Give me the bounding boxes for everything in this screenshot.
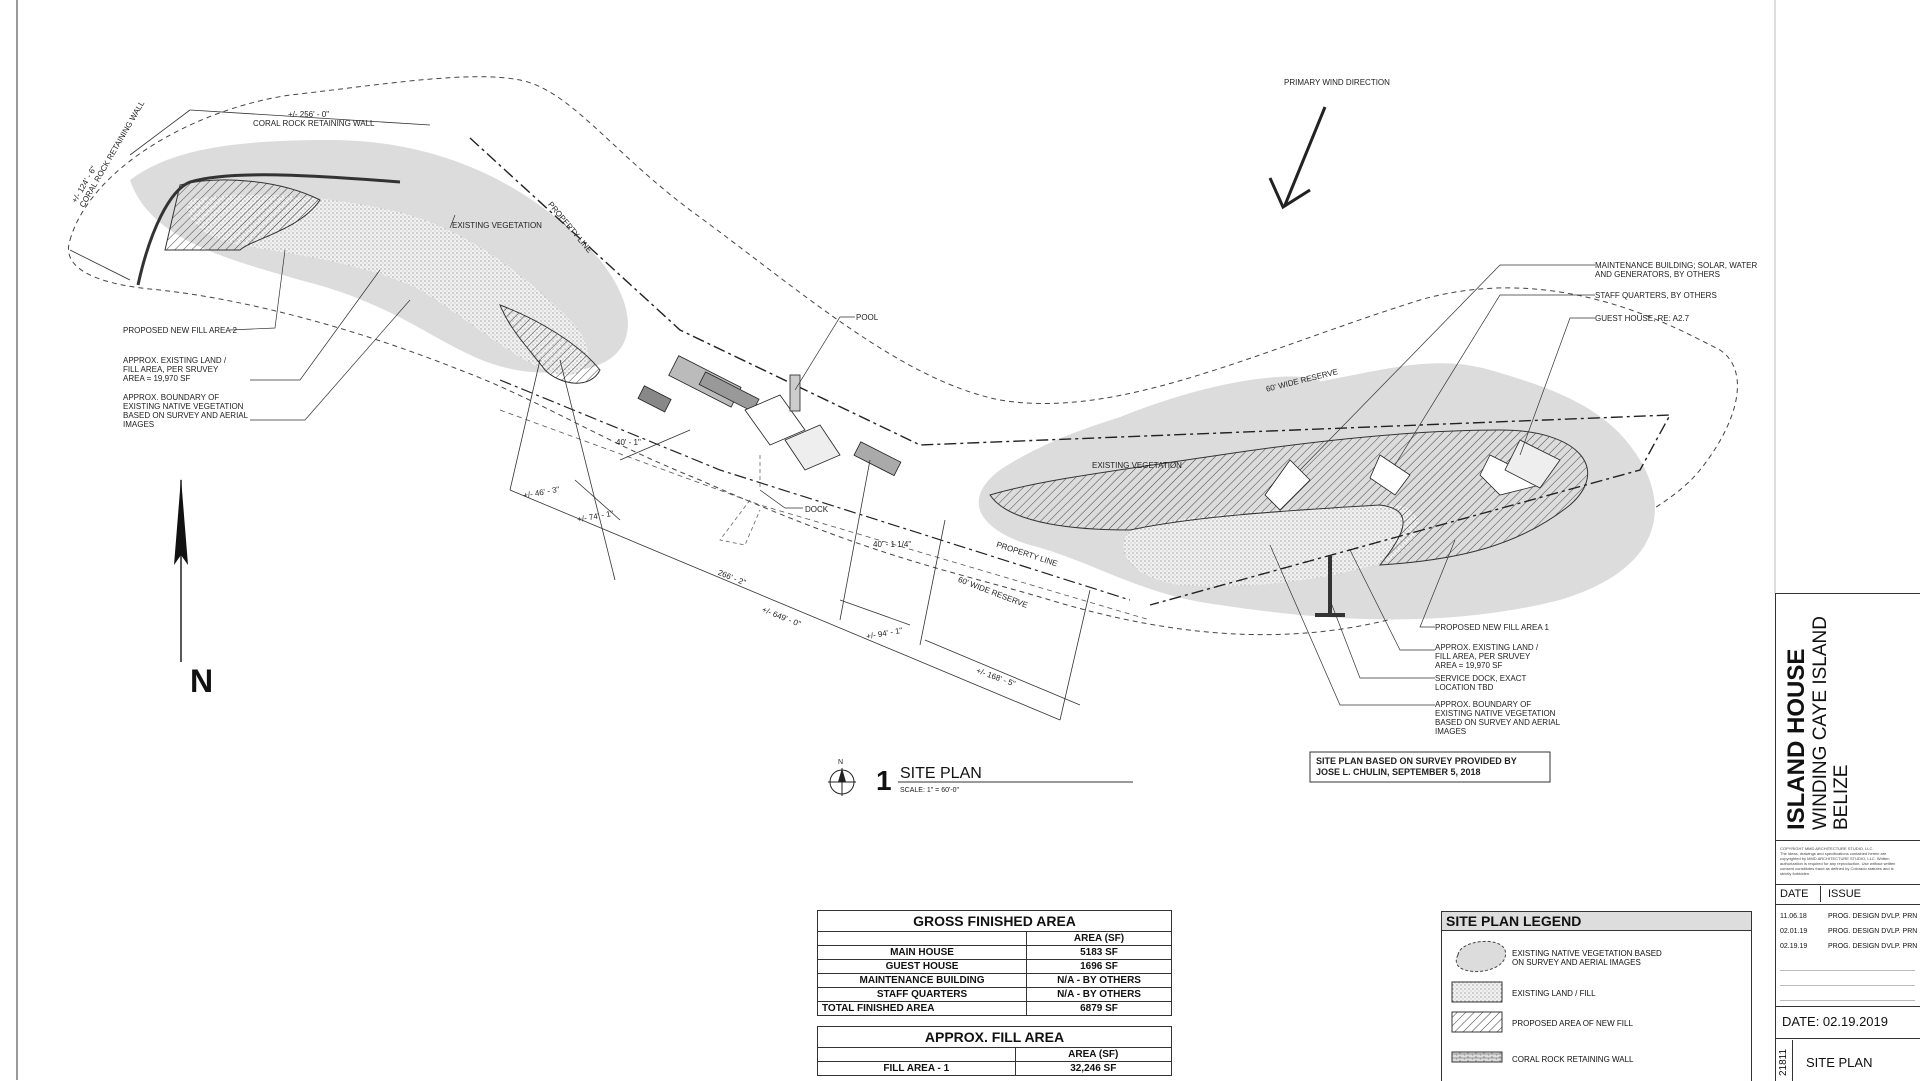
staff-quarters-label: STAFF QUARTERS, BY OTHERS (1595, 291, 1717, 300)
survey-note-box (1309, 751, 1551, 783)
date-header: DATE (1780, 888, 1809, 900)
issue-desc-3: PROG. DESIGN DVLP. PRN (1828, 943, 1918, 950)
drawing-north-icon (828, 768, 856, 796)
issue-desc-2: PROG. DESIGN DVLP. PRN (1828, 928, 1918, 935)
fill-area-2-label: PROPOSED NEW FILL AREA 2 (123, 326, 237, 335)
existing-land-west-label: APPROX. EXISTING LAND / FILL AREA, PER S… (123, 356, 227, 383)
boundary-east-label: APPROX. BOUNDARY OF EXISTING NATIVE VEGE… (1435, 700, 1561, 736)
sheet-number: 21811 (1778, 1048, 1789, 1076)
project-name: ISLAND HOUSE (1783, 648, 1810, 830)
island-outline (68, 76, 1738, 636)
copyright-note: COPYRIGHT MMD ARCHITECTURE STUDIO, LLC. … (1780, 846, 1896, 876)
survey-note: SITE PLAN BASED ON SURVEY PROVIDED BY JO… (1316, 756, 1517, 777)
project-location-1: WINDING CAYE ISLAND (1810, 616, 1831, 830)
issue-date-2: 02.01.19 (1780, 928, 1808, 935)
east-buildings (1264, 439, 1561, 511)
retaining-wall-west (136, 173, 401, 286)
dock-label: DOCK (805, 505, 829, 514)
property-line-2 (499, 379, 1131, 601)
issue-header: ISSUE (1828, 888, 1862, 900)
legend-title: SITE PLAN LEGEND (1442, 912, 1751, 931)
legend-item-wall: CORAL ROCK RETAINING WALL (1512, 1055, 1634, 1064)
project-name-block: ISLAND HOUSE WINDING CAYE ISLAND BELIZE (1783, 616, 1852, 830)
legend-item-vegetation: EXISTING NATIVE VEGETATION BASED ON SURV… (1512, 949, 1662, 967)
existing-vegetation-east-label: EXISTING VEGETATION (1092, 461, 1182, 470)
sheet-date: DATE: 02.19.2019 (1782, 1014, 1888, 1029)
legend-fill-swatch (1451, 1011, 1503, 1033)
issue-date-1: 11.06.18 (1780, 913, 1807, 920)
drawing-title: SITE PLAN (900, 765, 982, 782)
dim-c-label: 40' - 1" (616, 438, 641, 447)
gross-table-col: AREA (SF) (1026, 931, 1172, 946)
service-dock-label: SERVICE DOCK, EXACT LOCATION TBD (1435, 674, 1527, 692)
title-block: COPYRIGHT MMD ARCHITECTURE STUDIO, LLC. … (1775, 593, 1920, 1081)
gross-finished-area-table: GROSS FINISHED AREA AREA (SF) MAIN HOUSE… (816, 910, 1172, 1016)
legend-vegetation-swatch (1455, 940, 1506, 973)
guest-house-label: GUEST HOUSE, RE: A2.7 (1595, 314, 1690, 323)
project-location-2: BELIZE (1831, 764, 1852, 830)
drawing-number: 1 (876, 765, 892, 796)
maintenance-building-label: MAINTENANCE BUILDING; SOLAR, WATER AND G… (1595, 261, 1758, 279)
drawing-scale: SCALE: 1" = 60'-0" (900, 787, 960, 794)
leader-lines (229, 214, 1595, 706)
vegetation-mid (1090, 376, 1320, 446)
sheet-title: SITE PLAN (1806, 1055, 1873, 1070)
existing-land-east-label: APPROX. EXISTING LAND / FILL AREA, PER S… (1435, 643, 1539, 670)
issue-desc-1: PROG. DESIGN DVLP. PRN (1828, 913, 1918, 920)
fill-table-col: AREA (SF) (1014, 1047, 1173, 1062)
proposed-fill-west-2 (499, 304, 601, 384)
dock (719, 455, 761, 546)
boundary-west-label: APPROX. BOUNDARY OF EXISTING NATIVE VEGE… (123, 393, 249, 429)
legend-item-fill: PROPOSED AREA OF NEW FILL (1512, 1019, 1633, 1028)
property-line (469, 137, 1672, 606)
legend-land-swatch (1451, 981, 1503, 1003)
retaining-dim-label: +/- 256' - 0" (288, 110, 330, 119)
existing-land-east (1123, 504, 1419, 587)
dimension-lines (69, 109, 1091, 721)
pool-label: POOL (856, 313, 879, 322)
dim-f-label: 40' - 1 1/4" (873, 540, 912, 549)
gross-table-title: GROSS FINISHED AREA (817, 910, 1172, 932)
legend-item-land: EXISTING LAND / FILL (1512, 989, 1596, 998)
fill-table-title: APPROX. FILL AREA (817, 1026, 1172, 1048)
retaining-wall-label: CORAL ROCK RETAINING WALL (253, 119, 375, 128)
issue-date-3: 02.19.19 (1780, 943, 1808, 950)
existing-land-west (187, 194, 589, 376)
main-house (637, 355, 902, 477)
wind-direction-label: PRIMARY WIND DIRECTION (1284, 78, 1390, 87)
proposed-fill-west (164, 179, 321, 251)
existing-vegetation-west-label: EXISTING VEGETATION (452, 221, 542, 230)
service-dock (1315, 555, 1345, 617)
north-label: N (190, 663, 214, 699)
wind-arrow-icon (1268, 106, 1327, 210)
legend-wall-swatch (1451, 1051, 1503, 1063)
fill-area-table: APPROX. FILL AREA AREA (SF) FILL AREA - … (817, 1026, 1173, 1076)
drawing-north-label: N (838, 759, 844, 766)
site-plan-legend: SITE PLAN LEGEND EXISTING NATIVE VEGETAT… (1441, 911, 1752, 1081)
reserve-line (499, 409, 1151, 621)
north-arrow-icon (174, 478, 188, 662)
fill-area-1-label: PROPOSED NEW FILL AREA 1 (1435, 623, 1549, 632)
